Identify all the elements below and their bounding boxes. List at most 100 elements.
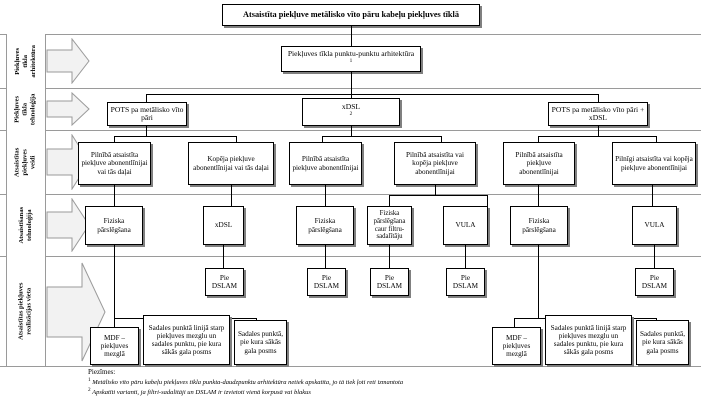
- band-label-line: tehnoloģija: [25, 209, 33, 241]
- node-text: Sadales punktā, pie kura sākās gala posm…: [237, 330, 284, 355]
- node-text: POTS pa metālisko vīto pāri: [110, 104, 184, 122]
- node-access-type-5: Pilnībā atsaistīta piekļuve abonentlīnij…: [503, 142, 575, 185]
- band-label-realizacijas-vieta: Atsaistītas piekļuves realizācijas vieta: [6, 256, 46, 366]
- band-label-arhitektura: Piekļuves tīkla arhitektūra: [6, 34, 46, 88]
- node-dslam-4: Pie DSLAM: [446, 268, 485, 296]
- band-separator-5: [0, 256, 701, 257]
- connector-at4-drop: [441, 136, 442, 142]
- node-text: xDSL: [214, 221, 233, 230]
- connector-ut6-to-locations: [538, 245, 539, 318]
- node-architecture-point-to-point: Piekļuves tīkla punktu-punktu arhitektūr…: [281, 46, 421, 72]
- footnotes-block: Piezīmes: 1 Metālisko vīto pāru kabeļu p…: [88, 368, 648, 396]
- node-text: Pie DSLAM: [313, 273, 340, 290]
- connector-ut4-drop: [389, 195, 390, 206]
- footnote-item-2: 2 Apskatīti varianti, ja filtri-sadalītā…: [88, 387, 648, 396]
- band-label-line: tīkla: [21, 54, 29, 68]
- connector-group3-bus: [538, 136, 656, 137]
- node-location-4: MDF – piekļuves mezglā: [492, 327, 541, 365]
- node-text: Fiziska pārslēgšana: [308, 217, 342, 234]
- node-text: Fiziska pārslēgšana: [522, 217, 556, 234]
- connector-loc4-drop: [514, 318, 515, 327]
- node-text: Sadales punktā linijā starp piekļuves me…: [148, 323, 225, 357]
- node-text: Pilnībā atsaistīta piekļuve abonentlīnij…: [515, 151, 563, 176]
- connector-at1-drop: [114, 136, 115, 142]
- node-text: xDSL: [341, 102, 361, 112]
- connector-at2-drop: [236, 136, 237, 142]
- connector-tech2-down: [351, 126, 352, 136]
- node-text: Kopēja piekļuve abonentlīnijai vai tās d…: [193, 155, 269, 172]
- node-text: VULA: [644, 221, 665, 230]
- node-dslam-5: Pie DSLAM: [635, 268, 674, 296]
- node-access-type-1: Pilnībā atsaistīta piekļuve abonentlīnij…: [78, 142, 151, 185]
- band-label-line: tehnoloģija: [30, 93, 38, 125]
- node-access-type-6: Pilnīgi atsaistīta vai kopēja piekļuve a…: [612, 142, 696, 185]
- band-separator-1: [0, 34, 701, 35]
- node-dslam-1: Pie DSLAM: [205, 268, 244, 296]
- connector-at6-to-ut7: [652, 185, 653, 206]
- node-text: Pilnībā atsaistīta vai kopēja piekļuve a…: [406, 151, 464, 176]
- band-separator-2: [0, 88, 701, 89]
- band-label-line: Piekļuves: [13, 47, 21, 75]
- node-location-5: Sadales punktā linijā starp piekļuves me…: [545, 315, 632, 365]
- connector-ut7-to-dslam5: [654, 245, 655, 268]
- connector-loc1-drop: [114, 318, 115, 327]
- connector-group1-bus: [114, 136, 236, 137]
- node-unbundling-tech-1: Fiziska pārslēgšana: [85, 206, 143, 245]
- node-text: Pie DSLAM: [376, 273, 403, 290]
- band-label-line: veidi: [30, 155, 38, 169]
- band-label-tehnologija: Piekļuves tīkla tehnoloģija: [6, 88, 46, 130]
- footnote-marker: 1: [88, 377, 91, 383]
- footnote-item-1: 1 Metālisko vīto pāru kabeļu piekļuves t…: [88, 377, 648, 386]
- connector-at5-drop: [538, 136, 539, 142]
- footnote-ref: 1: [349, 57, 353, 64]
- node-location-3: Sadales punktā, pie kura sākās gala posm…: [234, 320, 287, 365]
- node-access-type-4: Pilnībā atsaistīta vai kopēja piekļuve a…: [394, 142, 476, 185]
- footnote-text: Apskatīti varianti, ja filtri-sadalītāji…: [92, 389, 311, 397]
- node-text: MDF – piekļuves mezglā: [502, 333, 531, 359]
- connector-at4-split-bus: [389, 195, 487, 196]
- node-text: Fiziska pārslēgšana: [97, 217, 131, 234]
- connector-tech1-down: [146, 126, 147, 136]
- node-text: Fiziska pārslēgšana caur filtru-sadalītā…: [373, 210, 406, 241]
- connector-at3-to-ut3: [325, 185, 326, 206]
- footnotes-heading: Piezīmes:: [88, 368, 116, 376]
- connector-at2-to-ut2: [231, 185, 232, 206]
- connector-ut1-to-locations: [114, 245, 115, 318]
- connector-ut5-to-dslam4: [465, 245, 466, 268]
- node-text: VULA: [455, 221, 476, 230]
- connector-ut2-to-dslam1: [223, 245, 224, 268]
- node-dslam-3: Pie DSLAM: [370, 268, 409, 296]
- chevron-arrow-icon-1: [46, 38, 90, 84]
- node-text: Pie DSLAM: [211, 273, 238, 290]
- node-unbundling-tech-4: Fiziska pārslēgšana caur filtru-sadalītā…: [367, 206, 412, 245]
- node-text: Pie DSLAM: [452, 273, 479, 290]
- band-label-line: Piekļuves: [13, 95, 21, 123]
- band-separator-4: [0, 194, 701, 195]
- connector-tech3-down: [598, 126, 599, 136]
- footnote-ref: 2: [349, 110, 353, 117]
- node-text: Pilnīgi atsaistīta vai kopēja piekļuve a…: [615, 155, 693, 172]
- connector-group2-bus: [322, 136, 441, 137]
- connector-at5-to-ut6: [538, 185, 539, 206]
- node-text: Pilnībā atsaistīta piekļuve abonentlīnij…: [81, 151, 148, 176]
- node-text: Sadales punktā, pie kura sākās gala posm…: [639, 330, 686, 355]
- node-text: Piekļuves tīkla punktu-punktu arhitektūr…: [287, 49, 415, 59]
- band-label-line: arhitektūra: [30, 44, 38, 78]
- node-unbundling-tech-5: VULA: [443, 206, 488, 245]
- connector-at1-to-ut1: [114, 185, 115, 206]
- chevron-arrow-icon-2: [46, 92, 90, 126]
- node-location-1: MDF – piekļuves mezglā: [90, 327, 139, 365]
- connector-arch-down: [351, 72, 352, 94]
- connector-ut4-to-dslam3: [389, 245, 390, 268]
- node-tech-pots-xdsl: POTS pa metālisko vīto pāri + xDSL: [548, 102, 648, 126]
- connector-tech-bus: [146, 94, 598, 95]
- node-text: Pilnībā atsaistīta piekļuve abonentlīnij…: [292, 155, 359, 172]
- connector-at4-down: [435, 185, 436, 195]
- node-unbundling-tech-2: xDSL: [203, 206, 244, 245]
- diagram-title-box: Atsaistīta piekļuve metālisko vīto pāru …: [222, 4, 480, 26]
- band-separator-3: [0, 130, 701, 131]
- connector-ut5-drop: [487, 195, 488, 206]
- node-access-type-3: Pilnībā atsaistīta piekļuve abonentlīnij…: [289, 142, 362, 185]
